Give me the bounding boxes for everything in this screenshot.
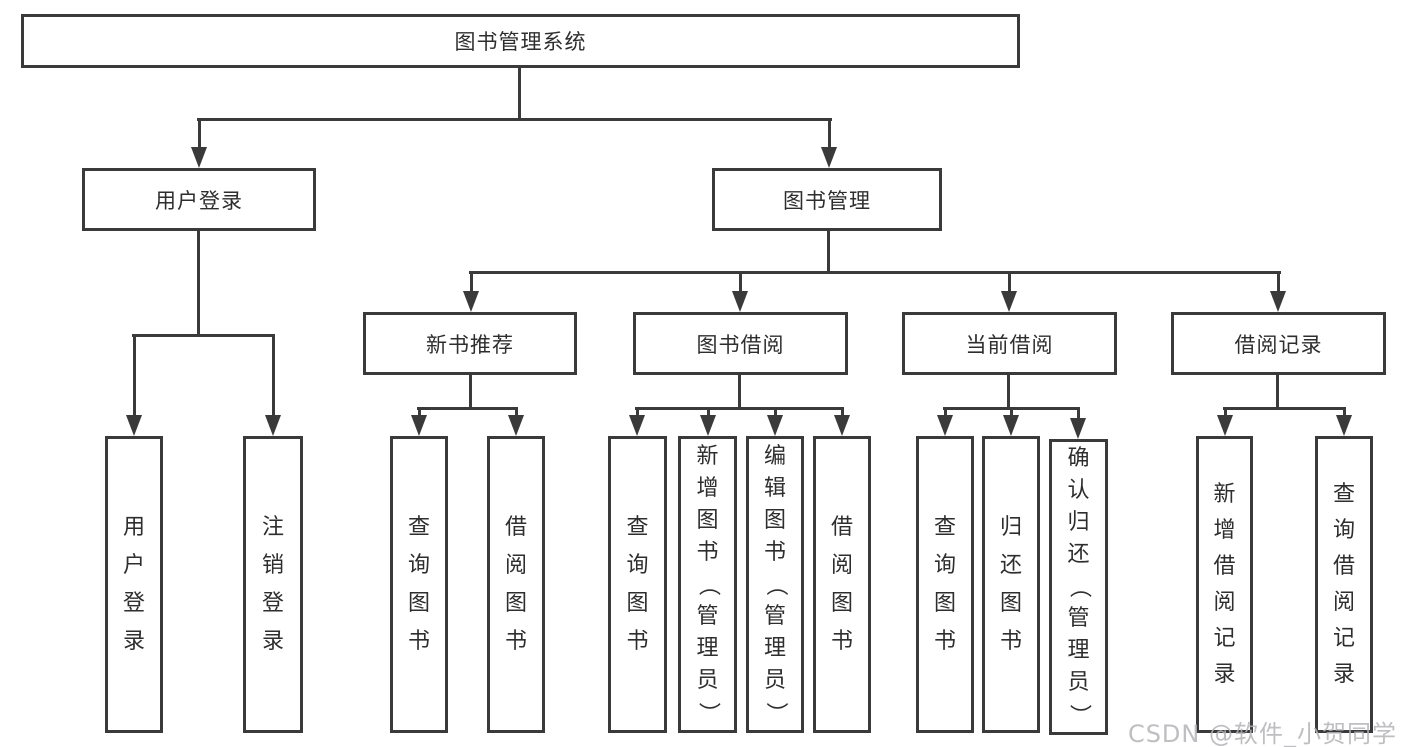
arrow-to-cb-confirm: [1070, 409, 1086, 439]
leaf-nbr-query-books: 查询图书: [390, 436, 448, 733]
arrow-to-book-management: [821, 120, 837, 168]
leaf-logout: 注销登录: [243, 436, 303, 733]
leaf-label: 查询图书: [626, 514, 649, 654]
node-user-login: 用户登录: [82, 168, 316, 231]
leaf-label: 查询图书: [933, 514, 956, 654]
connector-cb-stem: [1007, 373, 1010, 410]
arrow-to-borrow-records: [1270, 273, 1286, 312]
arrow-to-bb-edit: [767, 409, 783, 436]
leaf-nbr-borrow-books: 借阅图书: [487, 436, 545, 733]
leaf-bb-borrow-books: 借阅图书: [813, 436, 871, 733]
leaf-label: 查询图书: [407, 514, 430, 654]
node-label: 新书推荐: [426, 332, 514, 357]
leaf-cb-confirm-return-admin: 确认归还（管理员）: [1049, 439, 1108, 735]
node-borrowing-records: 借阅记录: [1171, 312, 1386, 375]
leaf-label: 归还图书: [999, 514, 1022, 654]
node-label: 借阅记录: [1234, 332, 1323, 357]
arrow-to-cb-query: [937, 409, 953, 436]
leaf-br-query-borrow-record: 查询借阅记录: [1315, 436, 1373, 733]
connector-nbr-bar: [417, 407, 518, 410]
arrow-to-user-login: [191, 120, 207, 168]
arrow-to-book-borrow: [732, 273, 748, 312]
connector-root-stem: [518, 66, 521, 121]
connector-user-login-stem: [197, 229, 200, 336]
node-label: 用户登录: [155, 188, 243, 213]
connector-book-mgmt-stem: [827, 229, 830, 273]
node-label: 图书借阅: [696, 332, 785, 357]
connector-br-stem: [1276, 373, 1279, 410]
node-label: 当前借阅: [965, 332, 1054, 357]
leaf-label: 用户登录: [122, 514, 145, 654]
leaf-label: 借阅图书: [830, 514, 853, 654]
arrow-to-bb-query: [629, 409, 645, 436]
arrow-to-bb-add: [700, 409, 716, 436]
leaf-label: 确认归还（管理员）: [1066, 446, 1092, 726]
arrow-to-cb-return: [1003, 409, 1019, 436]
node-book-management: 图书管理: [712, 168, 942, 231]
leaf-br-add-borrow-record: 新增借阅记录: [1196, 436, 1253, 733]
node-label: 图书管理系统: [454, 30, 587, 54]
arrow-to-bb-borrow: [834, 409, 850, 436]
connector-br-bar: [1223, 407, 1346, 410]
leaf-label: 新增图书（管理员）: [695, 443, 721, 724]
connector-level2-bar: [197, 118, 832, 121]
node-library-management-system: 图书管理系统: [21, 14, 1020, 68]
leaf-label: 注销登录: [261, 514, 284, 654]
leaf-label: 新增借阅记录: [1213, 481, 1236, 687]
watermark-csdn: CSDN @软件_小贺同学: [1127, 720, 1397, 747]
leaf-user-login: 用户登录: [105, 436, 163, 733]
arrow-to-nbr-query: [411, 409, 427, 436]
node-label: 图书管理: [783, 188, 871, 213]
leaf-bb-add-books-admin: 新增图书（管理员）: [678, 436, 737, 733]
leaf-bb-edit-books-admin: 编辑图书（管理员）: [746, 436, 804, 733]
leaf-cb-return-books: 归还图书: [982, 436, 1040, 733]
node-book-borrowing: 图书借阅: [633, 312, 848, 375]
arrow-to-br-add: [1217, 409, 1233, 436]
connector-nbr-stem: [469, 373, 472, 410]
leaf-label: 借阅图书: [504, 514, 527, 654]
arrow-to-user-login-leaf: [126, 336, 142, 436]
connector-level3-bar: [469, 271, 1281, 274]
arrow-to-logout-leaf: [265, 336, 281, 436]
connector-bb-bar: [635, 407, 844, 410]
arrow-to-new-book-rec: [463, 273, 479, 312]
connector-user-login-bar: [132, 334, 275, 337]
leaf-cb-query-books: 查询图书: [916, 436, 974, 733]
arrow-to-nbr-borrow: [508, 409, 524, 436]
connector-bb-stem: [738, 373, 741, 410]
node-current-borrowing: 当前借阅: [902, 312, 1117, 375]
arrow-to-br-query: [1336, 409, 1352, 436]
leaf-label: 编辑图书（管理员）: [763, 443, 788, 724]
connector-cb-bar: [943, 407, 1080, 410]
leaf-label: 查询借阅记录: [1332, 481, 1355, 687]
arrow-to-current-borrow: [1001, 273, 1017, 312]
node-new-book-recommendation: 新书推荐: [363, 312, 577, 375]
leaf-bb-query-books: 查询图书: [608, 436, 667, 733]
